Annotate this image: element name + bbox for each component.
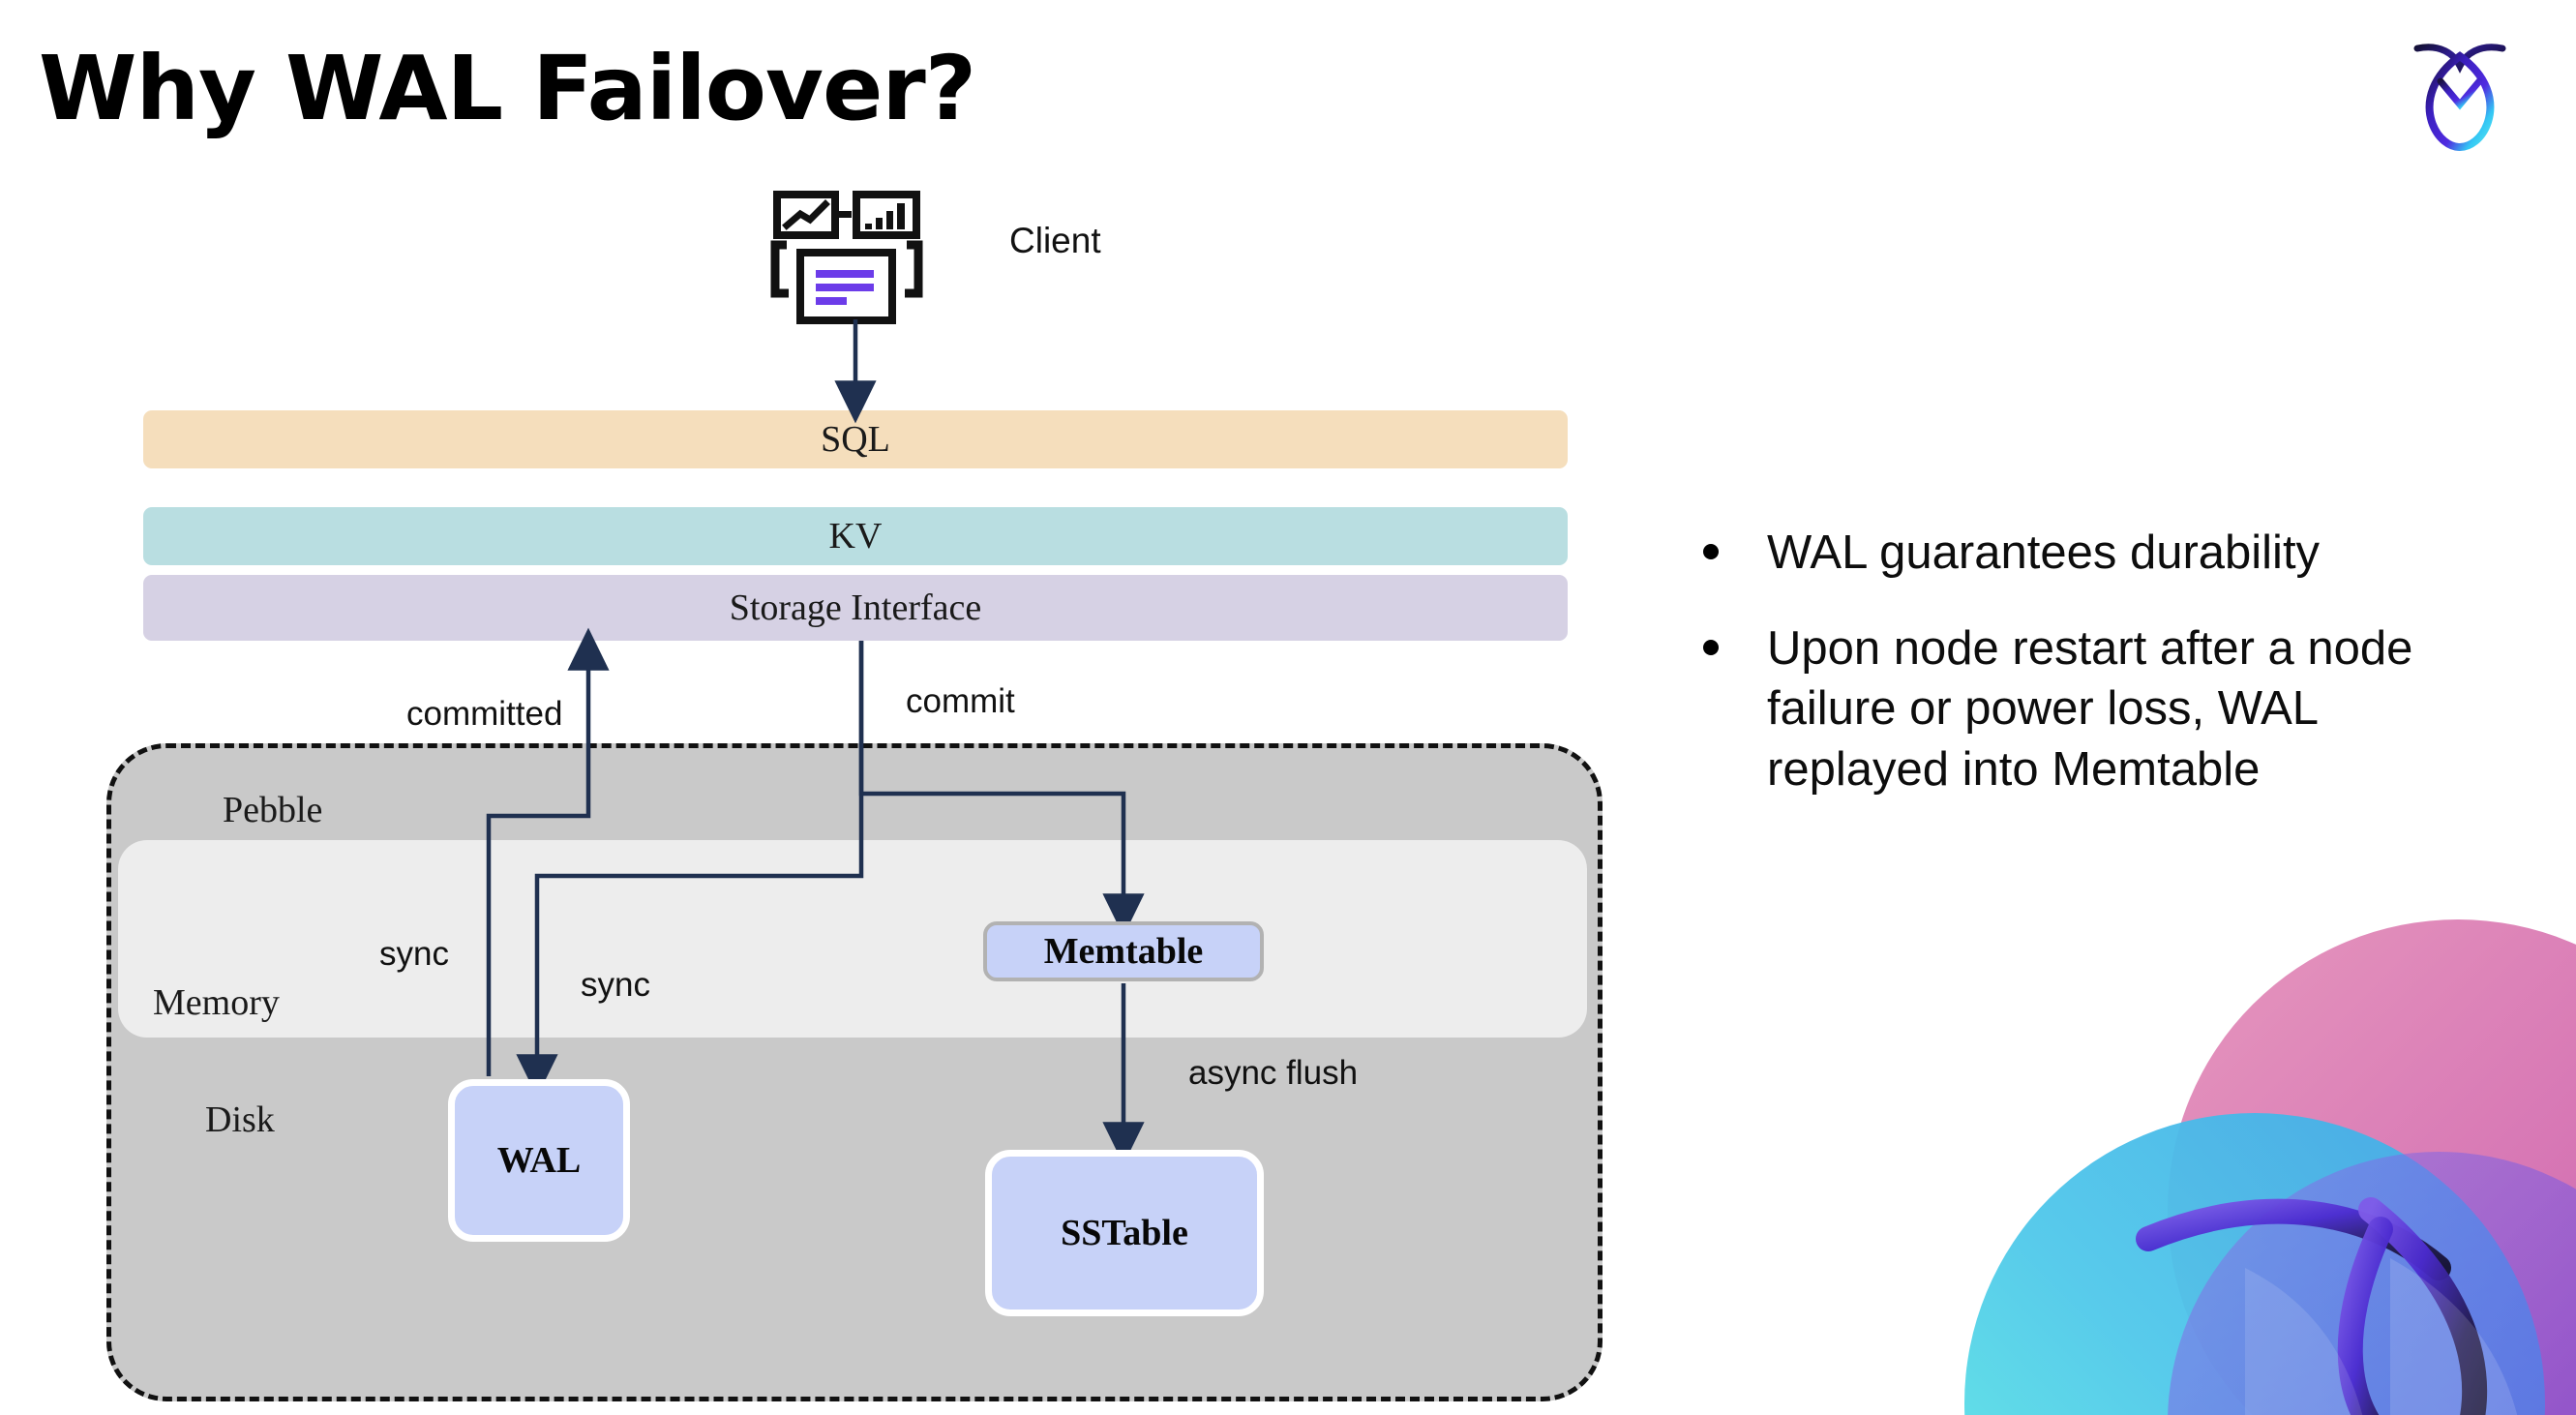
page-title: Why WAL Failover? [39, 37, 976, 140]
memory-region [118, 840, 1587, 1038]
list-item: Upon node restart after a node failure o… [1703, 618, 2506, 800]
client-label: Client [1009, 221, 1101, 260]
layer-bar-kv-label: KV [828, 516, 883, 557]
disk-label: Disk [205, 1099, 275, 1140]
node-wal-label: WAL [496, 1140, 582, 1181]
node-sstable: SSTable [985, 1150, 1264, 1316]
node-memtable-label: Memtable [1043, 931, 1204, 972]
memory-label: Memory [153, 982, 280, 1023]
edge-label-sync-1: sync [379, 935, 449, 973]
node-wal: WAL [448, 1079, 630, 1242]
layer-bar-sql: SQL [143, 410, 1568, 468]
node-memtable: Memtable [983, 921, 1264, 981]
pebble-label: Pebble [223, 790, 323, 830]
layer-bar-storage-interface: Storage Interface [143, 575, 1568, 641]
layer-bar-storage-interface-label: Storage Interface [729, 587, 982, 628]
bullet-dot-icon [1703, 544, 1719, 559]
cockroach-labs-logo-icon [2398, 27, 2522, 152]
cockroach-labs-circles-decoration [1955, 919, 2576, 1415]
list-item: WAL guarantees durability [1703, 523, 2506, 584]
edge-label-commit: commit [906, 682, 1015, 720]
client-dashboard-icon [769, 189, 924, 324]
bullet-dot-icon [1703, 639, 1719, 655]
node-sstable-label: SSTable [1061, 1213, 1188, 1253]
bullet-text: WAL guarantees durability [1767, 527, 2321, 579]
layer-bar-kv: KV [143, 507, 1568, 565]
bullet-text: Upon node restart after a node failure o… [1767, 621, 2413, 797]
edge-label-async-flush: async flush [1188, 1054, 1359, 1092]
edge-label-sync-2: sync [581, 966, 650, 1004]
layer-bar-sql-label: SQL [821, 419, 890, 460]
edge-label-committed: committed [406, 695, 563, 733]
bullet-list: WAL guarantees durability Upon node rest… [1703, 523, 2506, 835]
